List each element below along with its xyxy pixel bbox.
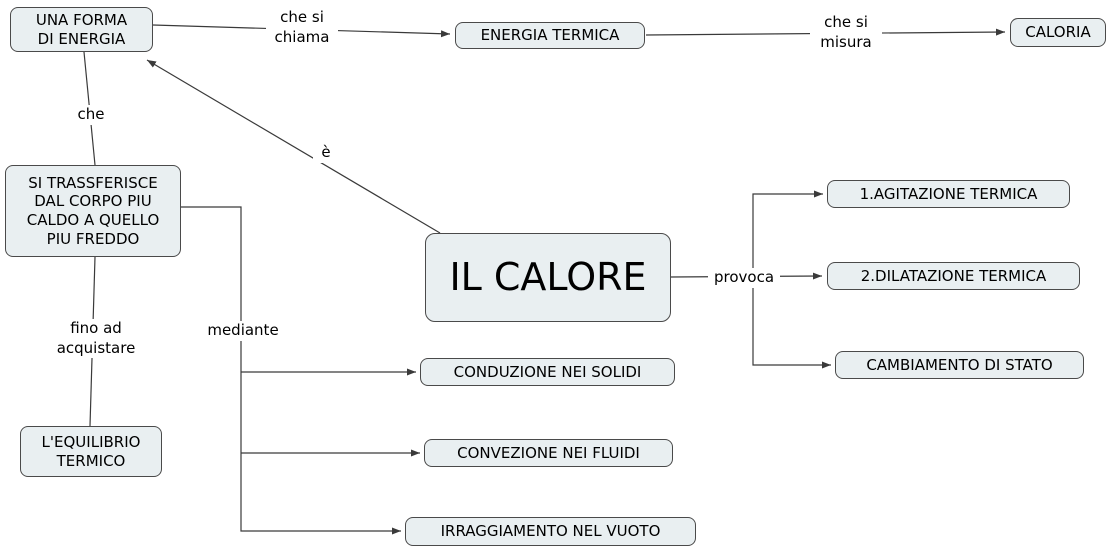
node-convezione-nei-fluidi[interactable]: CONVEZIONE NEI FLUIDI xyxy=(424,439,673,467)
node-equilibrio-termico[interactable]: L'EQUILIBRIO TERMICO xyxy=(20,426,162,477)
edge-mediante-to-irraggiamento xyxy=(181,206,401,535)
edge-label-mediante[interactable]: mediante xyxy=(204,321,282,341)
edge-label-che-si-misura[interactable]: che si misura xyxy=(810,13,882,52)
edge-label-fino-ad-acquistare[interactable]: fino ad acquistare xyxy=(50,319,142,358)
node-agitazione-termica[interactable]: 1.AGITAZIONE TERMICA xyxy=(827,180,1070,208)
node-energia-termica[interactable]: ENERGIA TERMICA xyxy=(455,22,645,49)
edge-label-provoca[interactable]: provoca xyxy=(708,268,780,288)
node-si-trasferisce[interactable]: SI TRASSFERISCE DAL CORPO PIU CALDO A QU… xyxy=(5,165,181,257)
edge-provoca-to-agitazione xyxy=(752,190,823,277)
node-dilatazione-termica[interactable]: 2.DILATAZIONE TERMICA xyxy=(827,262,1080,290)
node-una-forma-di-energia[interactable]: UNA FORMA DI ENERGIA xyxy=(10,7,153,52)
node-caloria[interactable]: CALORIA xyxy=(1010,18,1106,47)
edge-il-calore-to-una-forma xyxy=(146,59,441,234)
node-cambiamento-di-stato[interactable]: CAMBIAMENTO DI STATO xyxy=(835,351,1084,379)
edge-label-e[interactable]: è xyxy=(313,143,339,163)
edge-label-che-si-chiama[interactable]: che si chiama xyxy=(266,8,338,47)
node-il-calore[interactable]: IL CALORE xyxy=(425,233,671,322)
node-irraggiamento-nel-vuoto[interactable]: IRRAGGIAMENTO NEL VUOTO xyxy=(405,517,696,546)
edge-label-che[interactable]: che xyxy=(72,105,110,125)
node-conduzione-nei-solidi[interactable]: CONDUZIONE NEI SOLIDI xyxy=(420,358,675,386)
edge-provoca-to-cambiamento xyxy=(752,277,831,369)
